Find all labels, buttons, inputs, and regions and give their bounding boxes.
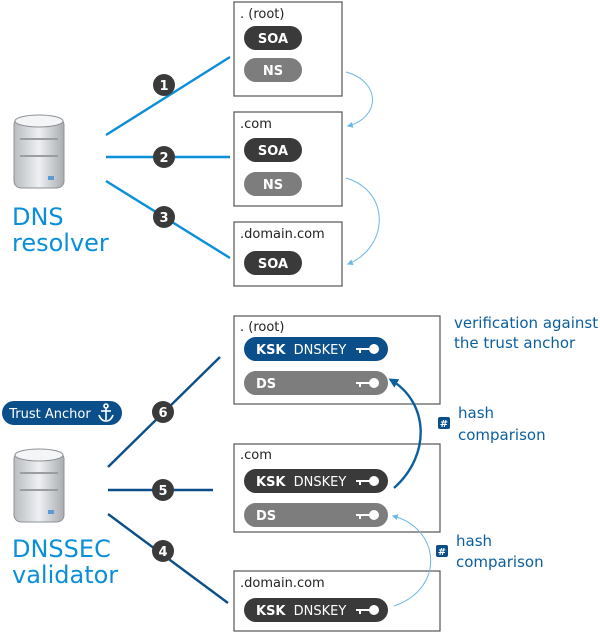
ksk-dnskey-pill bbox=[244, 337, 388, 361]
svg-text:1: 1 bbox=[159, 79, 168, 94]
zone-name: . (root) bbox=[240, 7, 284, 22]
svg-text:DS: DS bbox=[256, 377, 276, 392]
verification-note-line1: verification against bbox=[454, 314, 598, 332]
dns-step-2-badge: 2 bbox=[153, 146, 175, 168]
hash-note-2-line1: hash bbox=[456, 532, 492, 550]
hash-note-1-line1: hash bbox=[458, 404, 494, 422]
dns-resolver-server-icon bbox=[13, 114, 65, 189]
dnssec-step-6-badge: 6 bbox=[152, 401, 174, 423]
dns-link-root bbox=[105, 55, 231, 137]
dnssec-title-line2: validator bbox=[12, 561, 118, 589]
key-icon bbox=[356, 510, 379, 520]
key-icon bbox=[356, 378, 379, 388]
ksk-dnskey-pill bbox=[244, 598, 388, 622]
dns-step-1-badge: 1 bbox=[153, 74, 175, 96]
referral-arrow-root-to-com bbox=[345, 71, 373, 128]
soa-record-pill bbox=[244, 138, 302, 162]
svg-text:Trust Anchor: Trust Anchor bbox=[8, 407, 91, 422]
verification-arrow-domain-to-com bbox=[391, 514, 432, 607]
svg-text:3: 3 bbox=[159, 211, 168, 226]
ds-record-pill bbox=[244, 371, 388, 395]
svg-text:SOA: SOA bbox=[258, 144, 288, 159]
dnssec-zone-domain: .domain.com KSK DNSKEY bbox=[233, 570, 441, 632]
svg-text:SOA: SOA bbox=[258, 257, 288, 272]
dns-zone-domain: .domain.com SOA bbox=[233, 221, 343, 287]
zone-name: . (root) bbox=[240, 320, 284, 335]
soa-record-pill bbox=[244, 26, 302, 50]
hash-icon: # bbox=[438, 417, 450, 430]
svg-text:#: # bbox=[438, 547, 446, 558]
svg-text:4: 4 bbox=[158, 545, 167, 560]
dns-zone-root: . (root) SOA NS bbox=[233, 1, 343, 97]
verification-arrow-com-to-root bbox=[388, 378, 422, 489]
dns-title-line2: resolver bbox=[12, 229, 109, 257]
ksk-dnskey-label: KSK DNSKEY bbox=[256, 604, 346, 619]
svg-text:#: # bbox=[440, 419, 448, 430]
key-icon bbox=[356, 476, 379, 486]
dns-step-3-badge: 3 bbox=[153, 206, 175, 228]
referral-arrow-com-to-domain bbox=[345, 177, 380, 265]
hash-icon: # bbox=[436, 545, 448, 558]
svg-text:5: 5 bbox=[158, 484, 167, 499]
dnssec-zone-com: .com KSK DNSKEY DS bbox=[233, 443, 441, 533]
anchor-icon bbox=[98, 403, 114, 422]
dnssec-zone-root: . (root) KSK DNSKEY DS bbox=[233, 315, 441, 405]
ns-record-pill bbox=[244, 58, 302, 82]
ksk-dnskey-label: KSK DNSKEY bbox=[256, 343, 346, 358]
key-icon bbox=[356, 344, 379, 354]
ksk-dnskey-label: KSK DNSKEY bbox=[256, 475, 346, 490]
zone-name: .com bbox=[240, 448, 272, 463]
svg-text:NS: NS bbox=[263, 178, 283, 193]
svg-text:DS: DS bbox=[256, 509, 276, 524]
svg-text:SOA: SOA bbox=[258, 32, 288, 47]
verification-note-line2: the trust anchor bbox=[454, 334, 576, 352]
zone-name: .com bbox=[240, 117, 272, 132]
zone-name: .domain.com bbox=[240, 576, 325, 591]
svg-text:2: 2 bbox=[159, 151, 168, 166]
dns-zone-com: .com SOA NS bbox=[233, 111, 343, 207]
svg-text:6: 6 bbox=[158, 406, 167, 421]
svg-text:NS: NS bbox=[263, 64, 283, 79]
dnssec-validator-server-icon bbox=[13, 448, 65, 523]
trust-anchor-badge: Trust Anchor bbox=[2, 401, 122, 425]
dns-title-line1: DNS bbox=[12, 203, 64, 231]
dnssec-step-4-badge: 4 bbox=[152, 540, 174, 562]
dnssec-title-line1: DNSSEC bbox=[12, 535, 111, 563]
dnssec-step-5-badge: 5 bbox=[152, 479, 174, 501]
soa-record-pill bbox=[244, 251, 302, 275]
hash-note-2-line2: comparison bbox=[456, 553, 544, 571]
zone-name: .domain.com bbox=[240, 227, 325, 242]
ksk-dnskey-pill bbox=[244, 469, 388, 493]
ns-record-pill bbox=[244, 172, 302, 196]
ds-record-pill bbox=[244, 503, 388, 527]
hash-note-1-line2: comparison bbox=[458, 426, 546, 444]
key-icon bbox=[356, 605, 379, 615]
